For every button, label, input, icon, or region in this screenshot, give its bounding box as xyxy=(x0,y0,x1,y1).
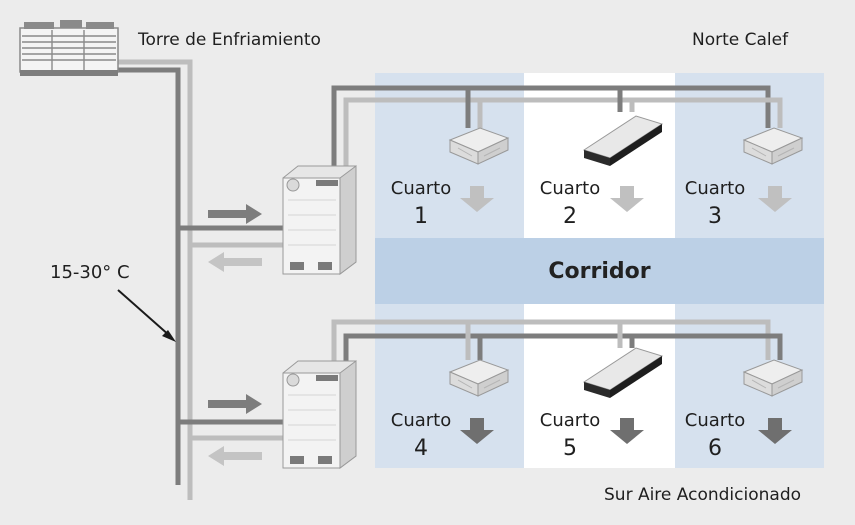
south-cooling-label: Sur Aire Acondicionado xyxy=(604,485,802,505)
temperature-label: 15-30° C xyxy=(50,262,130,283)
room-2-number: 2 xyxy=(563,204,577,229)
room-3-label: Cuarto xyxy=(684,178,746,199)
linear-cassette-unit-icon-2 xyxy=(582,115,664,166)
flow-out-arrow-lower xyxy=(208,446,262,466)
temperature-pointer xyxy=(117,289,176,342)
flow-in-arrow-lower xyxy=(208,394,262,414)
corridor-zone: Corridor xyxy=(375,238,824,304)
room-1-label: Cuarto xyxy=(390,178,452,199)
room-6-number: 6 xyxy=(708,436,722,461)
airflow-arrows-south xyxy=(460,418,792,444)
room-4-label: Cuarto xyxy=(390,410,452,431)
flow-out-arrow-upper xyxy=(208,252,262,272)
room-4-number: 4 xyxy=(414,436,428,461)
north-heating-label: Norte Calef xyxy=(692,30,789,50)
room-5-label: Cuarto xyxy=(539,410,601,431)
cassette-unit-icon-6 xyxy=(742,359,804,397)
cassette-unit-icon-1 xyxy=(448,127,510,165)
main-riser-pipes xyxy=(100,59,783,500)
flow-arrows xyxy=(208,204,262,466)
airflow-arrows-north xyxy=(460,186,792,212)
lower-outdoor-unit-icon xyxy=(282,360,357,469)
flow-in-arrow-upper xyxy=(208,204,262,224)
room-5-number: 5 xyxy=(563,436,577,461)
cooling-tower-icon xyxy=(19,20,119,76)
room-2-label: Cuarto xyxy=(539,178,601,199)
upper-outdoor-unit-icon xyxy=(282,165,357,275)
cassette-unit-icon-4 xyxy=(448,359,510,397)
room-6-label: Cuarto xyxy=(684,410,746,431)
cooling-tower-label: Torre de Enfriamiento xyxy=(138,30,321,50)
linear-cassette-unit-icon-5 xyxy=(582,347,664,398)
corridor-label: Corridor xyxy=(548,258,651,284)
cassette-unit-icon-3 xyxy=(742,127,804,165)
room-3-number: 3 xyxy=(708,204,722,229)
room-1-number: 1 xyxy=(414,204,428,229)
